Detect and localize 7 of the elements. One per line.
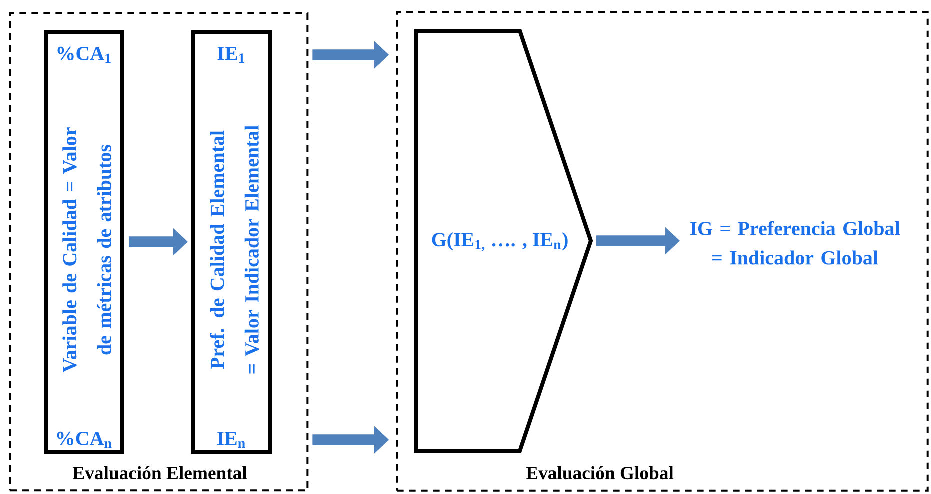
group-heading: Evaluación Global <box>524 465 676 481</box>
column-box: IE$_{1}$ Pref. de Calidad Elemental = Valor Indicador Elemental IE$_{n}$ <box>191 30 272 454</box>
column-box: %CA$_{1}$ Variable de Calidad = Valor de métricas de atributos %CA$_{n}$ <box>44 30 124 454</box>
group-heading: Evaluación Elemental <box>71 465 249 481</box>
dashed-group <box>9 12 309 492</box>
result-text: IG = Preferencia Global = Indicador Global <box>690 221 900 265</box>
dashed-group <box>396 11 929 492</box>
